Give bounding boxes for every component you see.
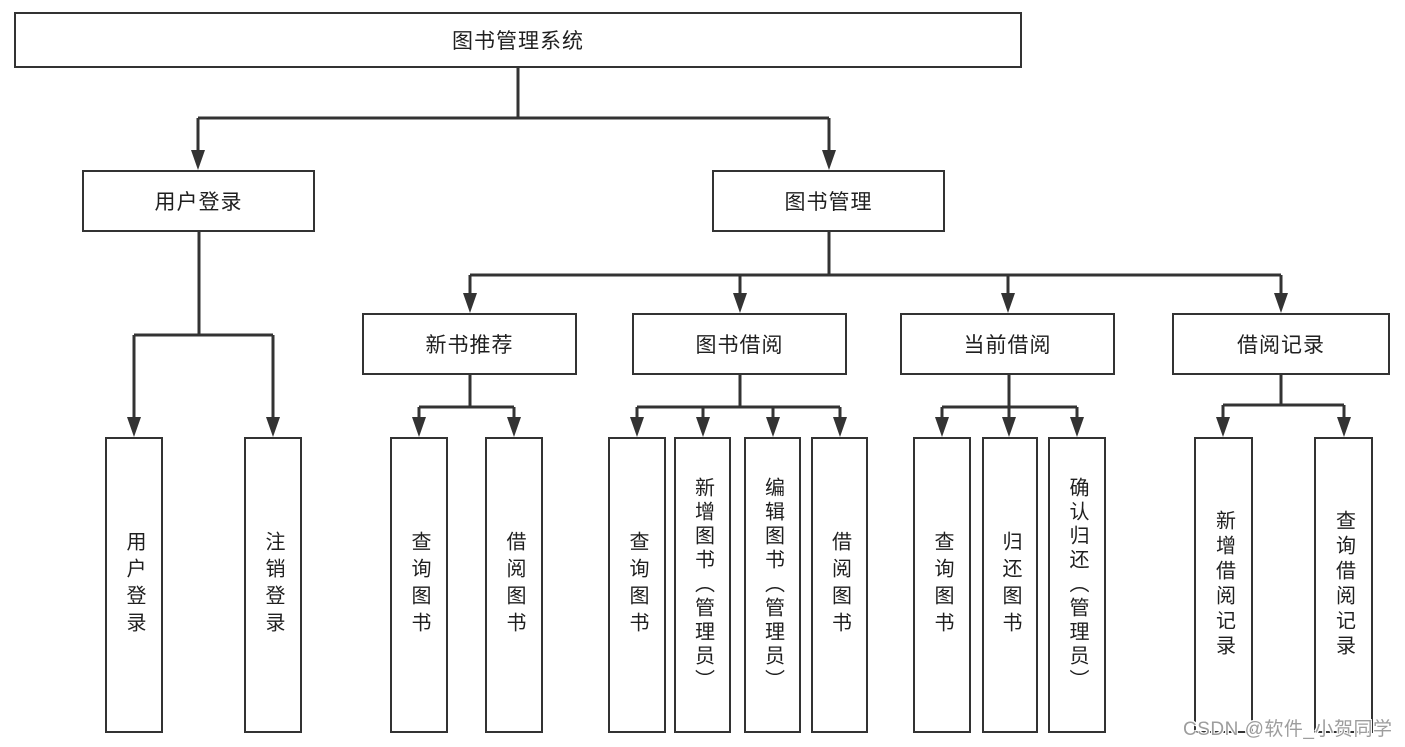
leaf-query-books-1-label: 查询图书: [408, 531, 430, 639]
node-new-book-recommend: 新书推荐: [362, 313, 577, 375]
arrowhead: [935, 417, 949, 437]
connector-user-login-to-leaves: [127, 232, 280, 437]
node-book-management-label: 图书管理: [784, 191, 873, 214]
node-book-borrow-label: 图书借阅: [695, 334, 784, 357]
node-current-borrow: 当前借阅: [900, 313, 1115, 375]
leaf-borrow-books-1: 借阅图书: [485, 437, 543, 733]
leaf-user-login-label: 用户登录: [123, 531, 145, 639]
leaf-query-books-2-label: 查询图书: [626, 531, 648, 639]
leaf-return-books-label: 归还图书: [999, 531, 1021, 639]
leaf-edit-books-label: 编辑图书（管理员）: [761, 477, 784, 693]
arrowhead: [463, 293, 477, 313]
arrowhead: [191, 150, 205, 170]
connector-root-to-level2: [191, 68, 836, 170]
connector-new-book-recommend-to-leaves: [412, 375, 521, 437]
leaf-user-login: 用户登录: [105, 437, 163, 733]
arrowhead: [766, 417, 780, 437]
leaf-confirm-return-label: 确认归还（管理员）: [1066, 477, 1088, 693]
node-new-book-recommend-label: 新书推荐: [425, 334, 514, 357]
node-root-label: 图书管理系统: [452, 30, 584, 53]
connector-book-borrow-to-leaves: [630, 375, 847, 437]
arrowhead: [822, 150, 836, 170]
arrowhead: [630, 417, 644, 437]
leaf-logout-label: 注销登录: [262, 531, 284, 639]
leaf-query-books-1: 查询图书: [390, 437, 448, 733]
arrowhead: [833, 417, 847, 437]
leaf-borrow-books-2-label: 借阅图书: [828, 531, 851, 639]
leaf-query-borrow-record: 查询借阅记录: [1314, 437, 1373, 733]
connector-borrow-records-to-leaves: [1216, 375, 1351, 437]
leaf-add-borrow-record-label: 新增借阅记录: [1212, 510, 1235, 660]
node-borrow-records: 借阅记录: [1172, 313, 1390, 375]
leaf-borrow-books-2: 借阅图书: [811, 437, 868, 733]
node-book-borrow: 图书借阅: [632, 313, 847, 375]
arrowhead: [1337, 417, 1351, 437]
node-root: 图书管理系统: [14, 12, 1022, 68]
watermark: CSDN @软件_小贺同学: [1183, 719, 1393, 740]
leaf-add-books: 新增图书（管理员）: [674, 437, 731, 733]
leaf-query-borrow-record-label: 查询借阅记录: [1332, 510, 1355, 660]
node-borrow-records-label: 借阅记录: [1237, 334, 1325, 357]
arrowhead: [412, 417, 426, 437]
node-book-management: 图书管理: [712, 170, 945, 232]
connector-book-management-to-level3: [463, 232, 1288, 313]
arrowhead: [1274, 293, 1288, 313]
arrowhead: [127, 417, 141, 437]
arrowhead: [1001, 293, 1015, 313]
leaf-edit-books: 编辑图书（管理员）: [744, 437, 801, 733]
leaf-add-books-label: 新增图书（管理员）: [691, 477, 714, 693]
node-current-borrow-label: 当前借阅: [963, 334, 1052, 357]
node-user-login: 用户登录: [82, 170, 315, 232]
node-user-login-label: 用户登录: [154, 191, 243, 214]
leaf-query-books-3: 查询图书: [913, 437, 971, 733]
leaf-query-books-3-label: 查询图书: [931, 531, 953, 639]
arrowhead: [266, 417, 280, 437]
leaf-confirm-return: 确认归还（管理员）: [1048, 437, 1106, 733]
leaf-return-books: 归还图书: [982, 437, 1038, 733]
arrowhead: [1216, 417, 1230, 437]
arrowhead: [733, 293, 747, 313]
arrowhead: [507, 417, 521, 437]
leaf-query-books-2: 查询图书: [608, 437, 666, 733]
arrowhead: [1070, 417, 1084, 437]
arrowhead: [1002, 417, 1016, 437]
arrowhead: [696, 417, 710, 437]
leaf-add-borrow-record: 新增借阅记录: [1194, 437, 1253, 733]
connector-current-borrow-to-leaves: [935, 375, 1084, 437]
leaf-borrow-books-1-label: 借阅图书: [503, 531, 525, 639]
leaf-logout: 注销登录: [244, 437, 302, 733]
